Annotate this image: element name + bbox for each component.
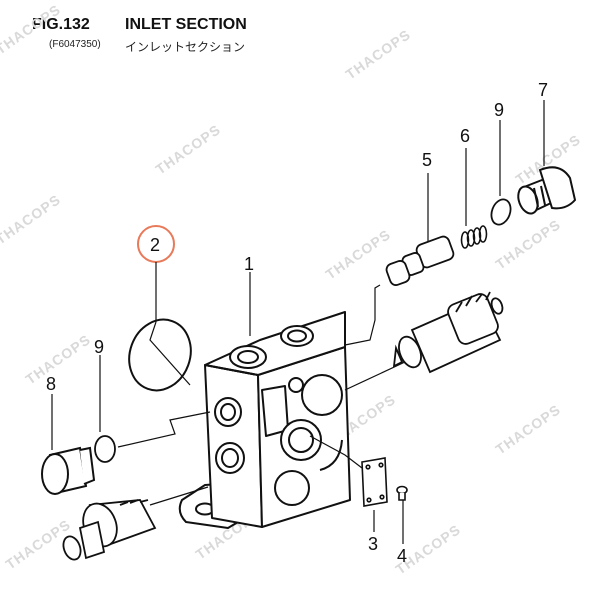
o-ring-large xyxy=(128,318,192,392)
callout-8: 8 xyxy=(46,374,56,394)
watermark-text: THACOPS xyxy=(493,401,564,457)
watermark-text: THACOPS xyxy=(323,226,394,282)
figure-title: INLET SECTION xyxy=(125,16,247,33)
watermark-text: THACOPS xyxy=(343,26,414,82)
watermark-text: THACOPS xyxy=(153,121,224,177)
callout-2: 2 xyxy=(150,235,160,255)
callout-6: 6 xyxy=(460,126,470,146)
callout-labels: 1 2 3 4 5 6 7 8 9 9 xyxy=(46,80,548,566)
callout-4: 4 xyxy=(397,546,407,566)
watermark-text: THACOPS xyxy=(0,1,64,57)
part-code: (F6047350) xyxy=(49,39,101,50)
plug-lower xyxy=(41,446,96,495)
o-ring-small-upper xyxy=(490,198,512,226)
watermark-text: THACOPS xyxy=(493,216,564,272)
valve-body xyxy=(178,311,351,529)
watermark-text: THACOPS xyxy=(23,331,94,387)
callout-7: 7 xyxy=(538,80,548,100)
spool xyxy=(385,235,455,286)
figure-title-japanese: インレットセクション xyxy=(125,40,246,54)
leader-lines xyxy=(51,100,545,544)
watermark-text: THACOPS xyxy=(0,191,64,247)
spring xyxy=(460,225,488,249)
callout-1: 1 xyxy=(244,254,254,274)
solenoid-cartridge xyxy=(62,499,157,561)
callout-9-upper: 9 xyxy=(494,100,504,120)
gasket-plate xyxy=(361,457,388,507)
relief-valve-cartridge xyxy=(392,291,504,374)
callout-5: 5 xyxy=(422,150,432,170)
callout-9-lower: 9 xyxy=(94,337,104,357)
o-ring-small-lower xyxy=(94,435,116,463)
figure-number: FIG.132 xyxy=(32,16,90,33)
callout-3: 3 xyxy=(368,534,378,554)
plug-upper xyxy=(517,166,577,215)
screw xyxy=(396,485,408,501)
